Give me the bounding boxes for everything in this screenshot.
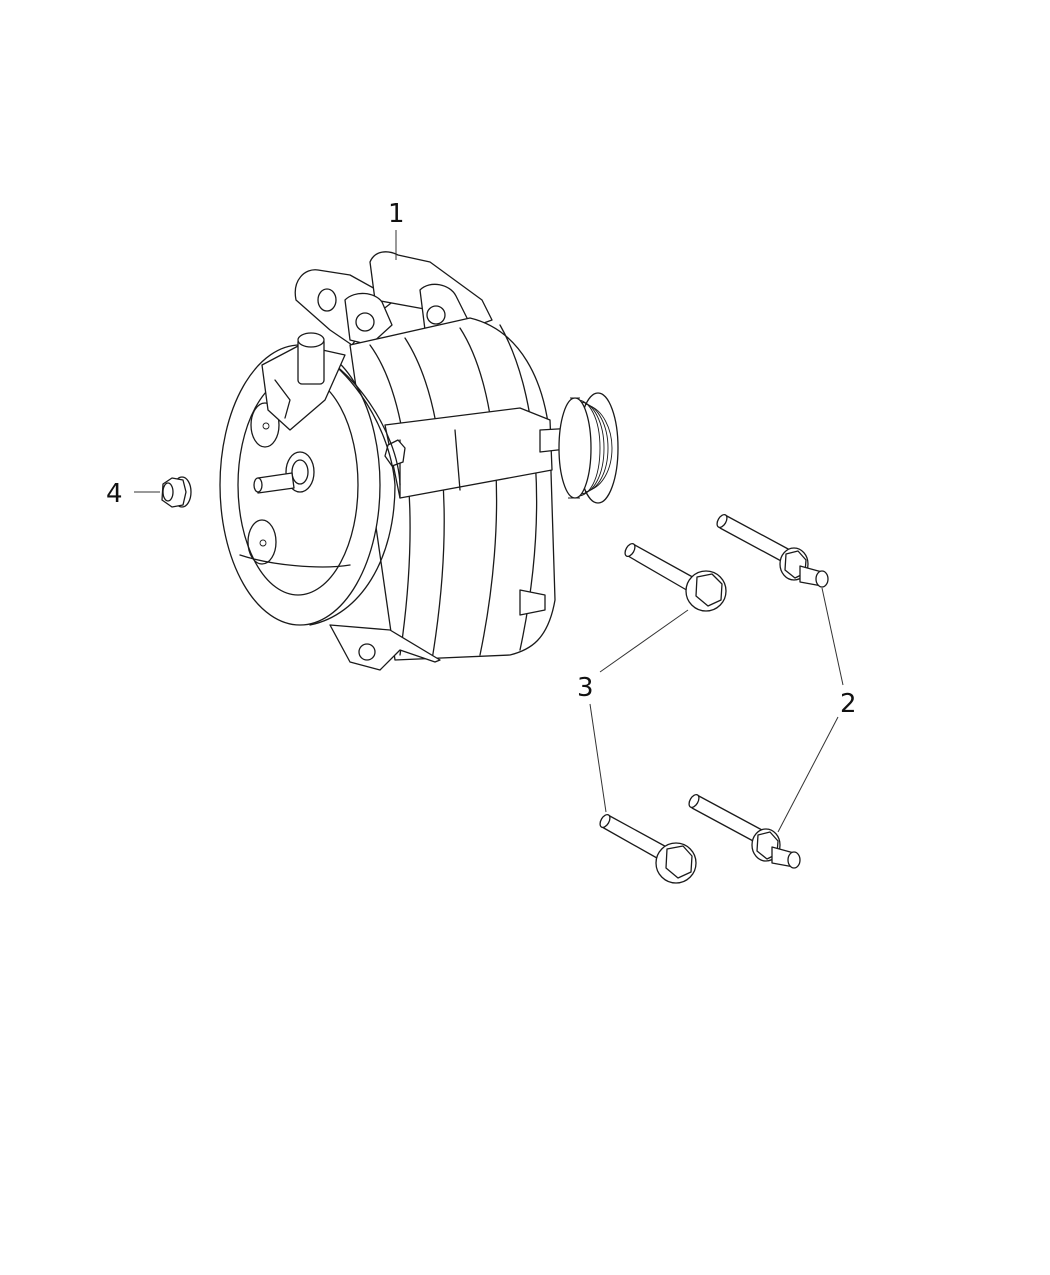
callout-labels: 1 2 3 4 — [106, 199, 857, 719]
hex-flange-nut[interactable] — [161, 476, 192, 508]
stud-bolt-lower[interactable] — [687, 793, 801, 869]
hex-flange-bolt-upper[interactable] — [623, 542, 727, 612]
callout-2: 2 — [840, 689, 857, 719]
callout-1: 1 — [388, 199, 405, 229]
lower-mount — [329, 589, 546, 671]
alternator[interactable] — [219, 251, 619, 671]
leader-lines — [134, 230, 844, 833]
callout-4: 4 — [106, 479, 123, 509]
stud-bolt-upper[interactable] — [715, 513, 829, 588]
connector — [261, 332, 346, 431]
housing — [349, 317, 576, 661]
callout-3: 3 — [577, 673, 594, 703]
pulley — [558, 392, 619, 504]
hex-flange-bolt-lower[interactable] — [598, 813, 697, 884]
